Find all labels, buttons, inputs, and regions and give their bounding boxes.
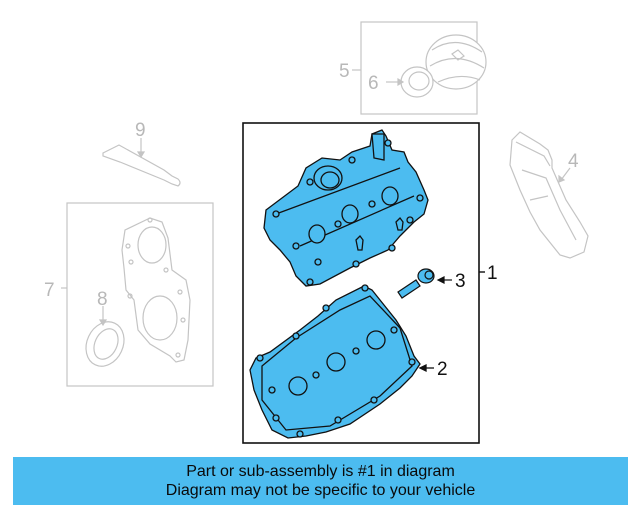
part-4-bracket — [509, 131, 589, 259]
group-1-frame — [242, 122, 480, 444]
callout-2[interactable]: 2 — [437, 359, 448, 380]
callout-8: 8 — [97, 289, 108, 310]
part-2-gasket[interactable] — [249, 284, 434, 439]
callout-7: 7 — [44, 280, 55, 301]
callout-6: 6 — [368, 73, 379, 94]
callout-5: 5 — [339, 61, 350, 82]
part-1-valve-cover[interactable] — [263, 129, 429, 287]
info-banner: Part or sub-assembly is #1 in diagram Di… — [13, 457, 628, 505]
callout-3[interactable]: 3 — [455, 271, 466, 292]
part-9-sealant-tube — [102, 138, 181, 187]
group-7-timing-cover — [61, 202, 214, 387]
callout-9: 9 — [135, 120, 146, 141]
part-3-bolt[interactable] — [397, 268, 452, 299]
banner-line-2: Diagram may not be specific to your vehi… — [165, 482, 476, 499]
banner-line-1: Part or sub-assembly is #1 in diagram — [186, 463, 455, 480]
callout-1[interactable]: 1 — [487, 263, 498, 284]
group-5-filler-cap — [352, 21, 487, 115]
callout-4: 4 — [568, 151, 579, 172]
